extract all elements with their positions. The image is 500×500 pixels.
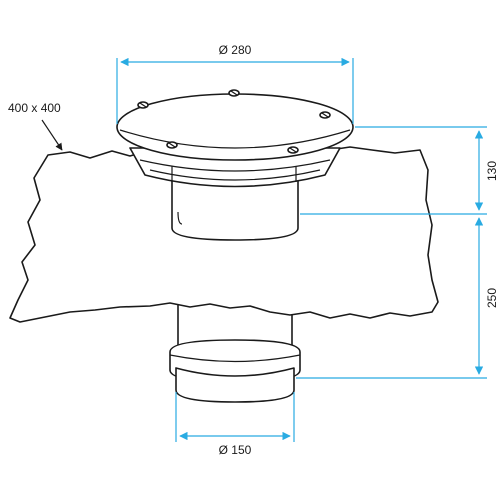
lower-pipe xyxy=(169,299,301,403)
screw-icon xyxy=(287,146,299,154)
drain-body xyxy=(129,147,341,241)
pipe-diameter-label: Ø 150 xyxy=(219,443,252,457)
lower-height-label: 250 xyxy=(485,288,499,308)
dimension-heights: 130 250 xyxy=(296,126,499,379)
screw-icon xyxy=(166,141,178,149)
top-diameter-label: Ø 280 xyxy=(219,43,252,57)
screw-icon xyxy=(228,89,240,97)
sheet-size-label: 400 x 400 xyxy=(8,101,61,115)
sheet-size-callout: 400 x 400 xyxy=(8,101,63,151)
dimension-pipe-diameter: Ø 150 xyxy=(175,392,295,457)
screw-icon xyxy=(319,111,331,119)
cover-plate xyxy=(116,89,354,161)
upper-height-label: 130 xyxy=(485,161,499,181)
dimension-top-diameter: Ø 280 xyxy=(116,43,354,124)
screw-icon xyxy=(137,101,149,109)
